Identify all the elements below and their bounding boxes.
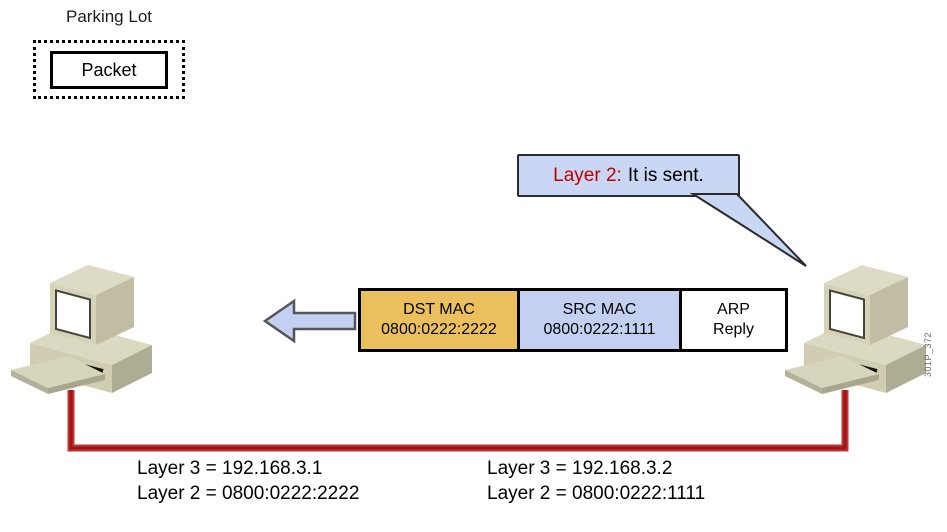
arp-label: ARP xyxy=(717,301,750,318)
src-mac-value: 0800:0222:1111 xyxy=(543,321,656,338)
callout-message: It is sent. xyxy=(627,164,704,186)
callout-layer-prefix: Layer 2: xyxy=(553,164,622,186)
layer2-callout: Layer 2: It is sent. xyxy=(517,154,740,197)
dst-mac-label: DST MAC xyxy=(403,301,475,318)
left-arrow-icon xyxy=(262,298,357,344)
src-mac-label: SRC MAC xyxy=(562,301,637,318)
ethernet-frame: DST MAC 0800:0222:2222 SRC MAC 0800:0222… xyxy=(358,288,788,352)
parking-lot-box xyxy=(33,40,185,99)
left-layer2-label: Layer 2 = 0800:0222:2222 xyxy=(137,483,360,504)
frame-field-src-mac: SRC MAC 0800:0222:1111 xyxy=(520,291,682,349)
network-cable xyxy=(67,390,849,452)
frame-field-arp-reply: ARP Reply xyxy=(682,291,785,349)
arp-value: Reply xyxy=(713,321,754,338)
right-computer-icon xyxy=(783,263,928,396)
dst-mac-value: 0800:0222:2222 xyxy=(381,321,497,338)
parking-lot-title: Parking Lot xyxy=(66,7,152,26)
right-host-addresses: Layer 3 = 192.168.3.2 Layer 2 = 0800:022… xyxy=(487,456,705,506)
left-layer3-label: Layer 3 = 192.168.3.1 xyxy=(137,458,323,479)
left-computer-icon xyxy=(9,263,154,396)
packet-box: Packet xyxy=(50,51,168,89)
right-layer2-label: Layer 2 = 0800:0222:1111 xyxy=(487,483,706,504)
right-layer3-label: Layer 3 = 192.168.3.2 xyxy=(487,458,673,479)
figure-id: 301P_372 xyxy=(923,331,933,377)
frame-field-dst-mac: DST MAC 0800:0222:2222 xyxy=(361,291,520,349)
left-host-addresses: Layer 3 = 192.168.3.1 Layer 2 = 0800:022… xyxy=(137,456,359,506)
